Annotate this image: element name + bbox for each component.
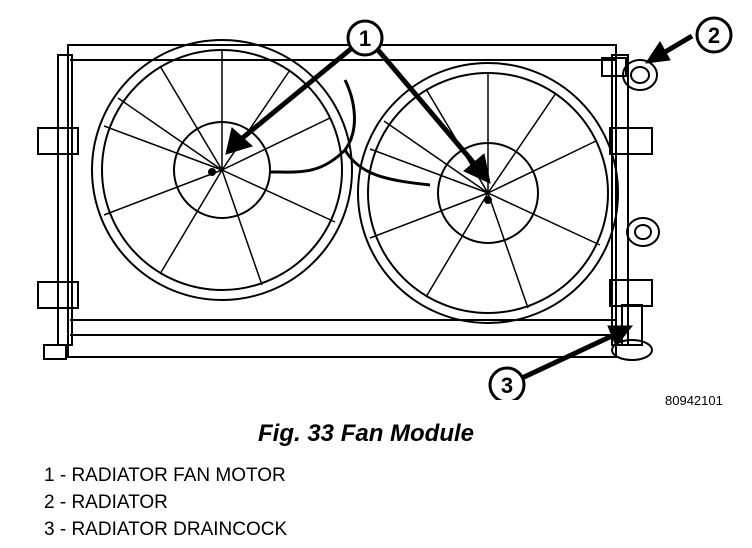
legend-item: 3 - RADIATOR DRAINCOCK (44, 519, 288, 540)
leader-lines (225, 33, 694, 381)
radiator (37, 44, 660, 360)
radiator-draincock (611, 304, 653, 361)
callout-2-label: 2 (708, 23, 720, 48)
fan-module-diagram: 1 2 3 (37, 16, 733, 400)
callout-2: 2 (695, 16, 733, 54)
figure-caption: Fig. 33 Fan Module (258, 420, 475, 447)
callout-1-label: 1 (359, 26, 371, 51)
callout-1: 1 (346, 19, 384, 57)
left-fan (91, 39, 353, 301)
callout-3-label: 3 (501, 373, 513, 398)
right-fan (357, 62, 619, 324)
legend-list: 1 - RADIATOR FAN MOTOR 2 - RADIATOR 3 - … (44, 462, 287, 543)
figure-id-code: 80942101 (665, 393, 723, 408)
callout-3: 3 (488, 366, 526, 400)
legend-item: 1 - RADIATOR FAN MOTOR (44, 465, 286, 486)
legend-item: 2 - RADIATOR (44, 492, 168, 513)
